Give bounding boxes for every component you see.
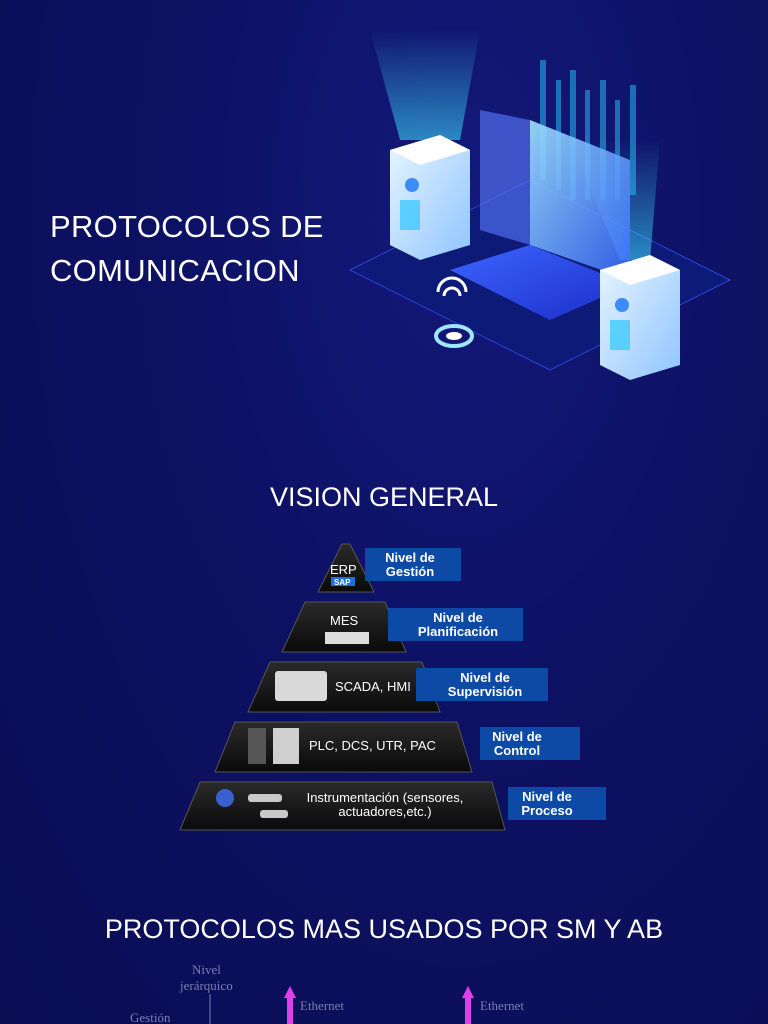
pyramid-tier-instrumentacion: Instrumentación (sensores, actuadores,et… [179, 781, 606, 831]
signal-core [446, 332, 462, 340]
pyramid-tier-mes: MES Nivel de Planificación [281, 601, 523, 653]
title-line-1: PROTOCOLOS DE [50, 209, 324, 244]
ethernet-arrow-1 [284, 986, 296, 1024]
hmi-screen-icon [275, 671, 327, 701]
tier-content: actuadores,etc.) [338, 804, 431, 819]
level-label: Nivel de [492, 729, 542, 744]
diagram-row-label: Gestión [130, 1010, 171, 1024]
level-label: Supervisión [448, 684, 522, 699]
server-icon [390, 135, 470, 260]
page-title: PROTOCOLOS DE COMUNICACION [50, 205, 324, 293]
tier-content: PLC, DCS, UTR, PAC [309, 738, 436, 753]
sap-logo-text: SAP [334, 578, 351, 587]
level-box-planificacion [388, 608, 523, 641]
light-beam-1 [370, 30, 480, 140]
level-label: Nivel de [522, 789, 572, 804]
diagram-axis-label: Nivel [192, 962, 221, 977]
level-label: Proceso [521, 803, 572, 818]
protocols-title: PROTOCOLOS MAS USADOS POR SM Y AB [104, 914, 664, 944]
plc-device-icon [248, 728, 266, 764]
laptop-screen [530, 120, 630, 280]
ethernet-label: Ethernet [300, 998, 344, 1013]
actuator-icon [260, 810, 288, 818]
server-icon [600, 255, 680, 380]
pyramid-tier-plc: PLC, DCS, UTR, PAC Nivel de Control [214, 721, 580, 773]
automation-pyramid: ERP SAP Nivel de Gestión MES Nivel de Pl… [179, 543, 606, 831]
actuator-icon [248, 794, 282, 802]
wifi-icon [436, 276, 468, 297]
pyramid-tier-scada: SCADA, HMI Nivel de Supervisión [247, 661, 548, 713]
tier-content: ERP [330, 562, 357, 577]
title-line-2: COMUNICACION [50, 253, 300, 288]
level-label: Nivel de [433, 610, 483, 625]
level-label: Control [494, 743, 540, 758]
mes-screens-icon [325, 632, 369, 644]
ethernet-label: Ethernet [480, 998, 524, 1013]
level-box-gestion [365, 548, 461, 581]
level-label: Gestión [386, 564, 434, 579]
level-label: Nivel de [460, 670, 510, 685]
vision-title: VISION GENERAL [269, 482, 499, 512]
laptop-keyboard [450, 245, 630, 320]
tier-content: Instrumentación (sensores, [307, 790, 464, 805]
network-illustration [348, 30, 732, 380]
protocols-diagram: Nivel jerárquico Gestión Ethernet Ethern… [130, 962, 524, 1024]
pyramid-tier-erp: ERP SAP Nivel de Gestión [317, 543, 461, 593]
level-label: Nivel de [385, 550, 435, 565]
diagram-axis-label: jerárquico [179, 978, 233, 993]
ethernet-arrow-2 [462, 986, 474, 1024]
code-panel [480, 110, 530, 245]
level-box-proceso [508, 787, 606, 820]
signal-ring [434, 324, 474, 348]
tier-content: MES [330, 613, 359, 628]
plc-panel-icon [273, 728, 299, 764]
sap-logo [331, 577, 355, 586]
level-box-control [480, 727, 580, 760]
level-box-supervision [416, 668, 548, 701]
tier-content: SCADA, HMI [335, 679, 411, 694]
sensor-icon [216, 789, 234, 807]
level-label: Planificación [418, 624, 498, 639]
